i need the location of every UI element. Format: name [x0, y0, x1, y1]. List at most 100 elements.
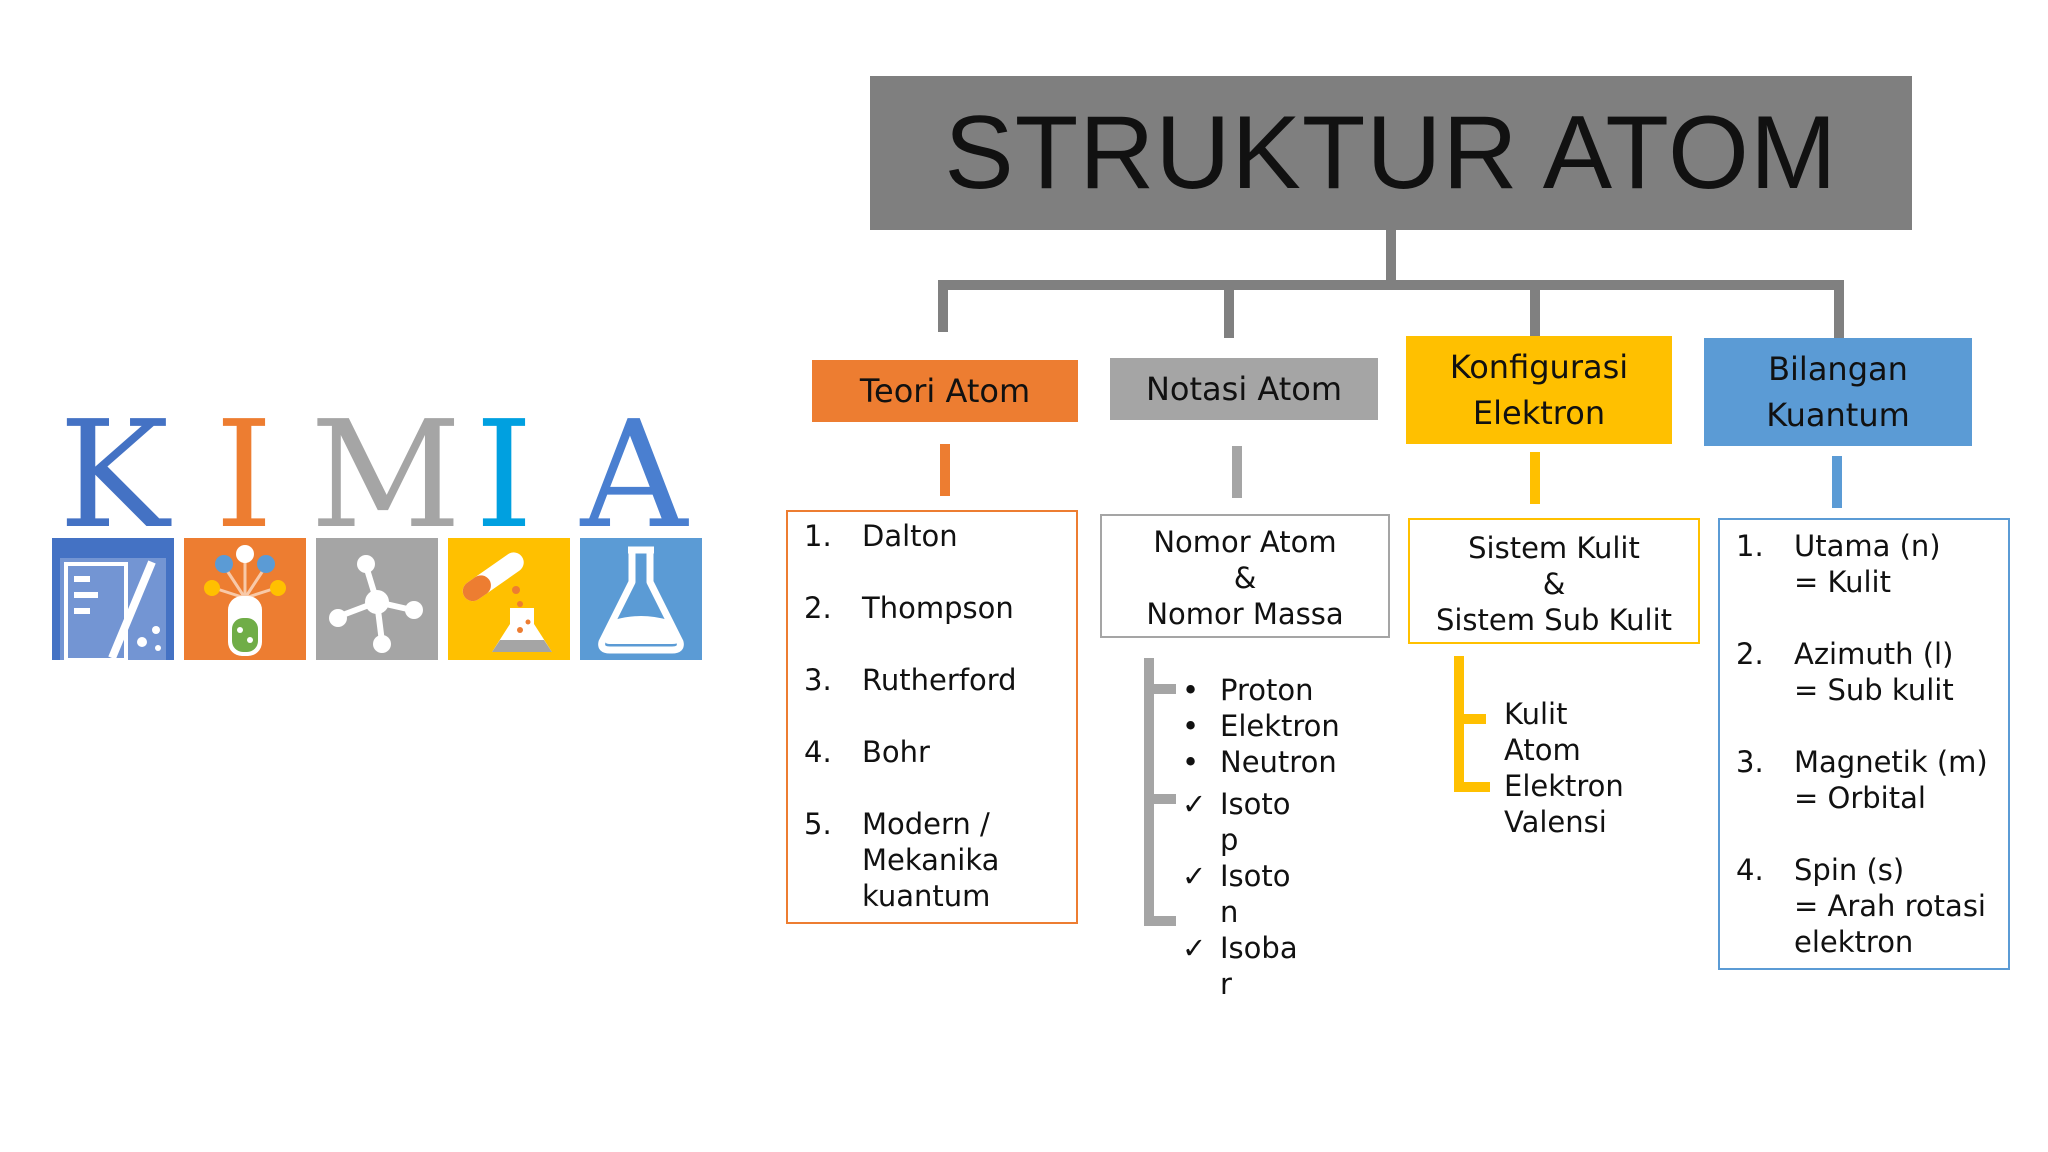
logo-letter-k: K: [58, 389, 170, 561]
category-bilangan-kuantum: Bilangan Kuantum: [1704, 338, 1972, 446]
list-text: kuantum: [862, 879, 991, 913]
list-item: 4. Spin (s) = Arah rotasi elektron: [1720, 852, 2008, 960]
list-text: = Orbital: [1794, 781, 1926, 815]
title-box: STRUKTUR ATOM: [870, 76, 1912, 230]
konfigurasi-line3: Sistem Sub Kulit: [1435, 603, 1673, 637]
logo-letter-i: I: [214, 389, 274, 561]
notasi-line3: Nomor Massa: [1146, 597, 1344, 631]
list-text: Spin (s): [1794, 853, 1905, 887]
list-item: 1. Utama (n) = Kulit: [1720, 528, 2008, 600]
list-item: 1. Dalton: [788, 518, 1076, 554]
list-number: 5.: [804, 807, 832, 841]
list-text: Thompson: [862, 591, 1014, 625]
konfigurasi-bracket-vertical: [1454, 656, 1464, 792]
list-text: Modern /: [862, 807, 990, 841]
list-number: 2.: [804, 591, 832, 625]
bilangan-kuantum-list: 1. Utama (n) = Kulit 2. Azimuth (l) = Su…: [1720, 528, 2008, 960]
category-label-line1: Konfigurasi: [1449, 348, 1629, 386]
notasi-atom-box: Nomor Atom & Nomor Massa: [1100, 514, 1390, 638]
list-item: ✓ Isoto p: [1174, 786, 1334, 858]
test-tube-science-icon: [184, 538, 306, 660]
category-notasi-atom: Notasi Atom: [1110, 358, 1378, 420]
category-teori-atom: Teori Atom: [812, 360, 1078, 422]
list-item: ✓ Isoto n: [1174, 858, 1334, 930]
category-konfigurasi-elektron: Konfigurasi Elektron: [1406, 336, 1672, 444]
bilangan-kuantum-list-panel: 1. Utama (n) = Kulit 2. Azimuth (l) = Su…: [1718, 518, 2010, 970]
list-item: Elektron: [1504, 769, 1624, 803]
bullet-icon: •: [1182, 673, 1200, 707]
list-text: = Arah rotasi: [1794, 889, 1986, 923]
category-label-line2: Kuantum: [1766, 396, 1910, 434]
checkmark-icon: ✓: [1182, 931, 1207, 965]
notasi-atom-items: • Proton • Elektron • Neutron ✓ Isoto p …: [1174, 672, 1340, 1002]
list-text: = Kulit: [1794, 565, 1891, 599]
list-text: Azimuth (l): [1794, 637, 1954, 671]
connector-konfigurasi-panel: [1530, 452, 1540, 504]
logo-letter-a: A: [580, 389, 688, 561]
list-number: 1.: [1736, 529, 1764, 563]
pouring-test-tube-icon: [448, 538, 570, 660]
page-title: STRUKTUR ATOM: [944, 94, 1838, 211]
konfigurasi-bracket-bottom: [1454, 782, 1490, 792]
list-text: n: [1220, 895, 1239, 929]
list-text: Elektron: [1220, 709, 1340, 743]
connector-notasi-panel: [1232, 446, 1242, 498]
list-item: • Proton: [1174, 672, 1334, 708]
konfigurasi-elektron-box: Sistem Kulit & Sistem Sub Kulit: [1408, 518, 1700, 644]
connector-drop-teori: [938, 280, 948, 332]
list-item: 4. Bohr: [788, 734, 1076, 770]
list-text: Isoto: [1220, 787, 1291, 821]
list-text: r: [1220, 967, 1232, 1001]
connector-horizontal: [938, 280, 1844, 290]
list-number: 3.: [804, 663, 832, 697]
list-text: Proton: [1220, 673, 1314, 707]
list-item: 3. Magnetik (m) = Orbital: [1720, 744, 2008, 816]
list-text: Magnetik (m): [1794, 745, 1988, 779]
konfigurasi-line2: &: [1542, 567, 1566, 601]
category-label-line2: Elektron: [1472, 394, 1606, 432]
notasi-line1: Nomor Atom: [1153, 525, 1337, 559]
list-number: 4.: [804, 735, 832, 769]
list-item: 5. Modern / Mekanika kuantum: [788, 806, 1076, 914]
list-text: Mekanika: [862, 843, 1000, 877]
konfigurasi-items: Kulit Atom Elektron Valensi: [1504, 696, 1674, 840]
list-item: Valensi: [1504, 805, 1607, 839]
list-text: Dalton: [862, 519, 958, 553]
list-item: ✓ Isoba r: [1174, 930, 1334, 1002]
category-label: Notasi Atom: [1145, 370, 1343, 408]
connector-teori-panel: [940, 444, 950, 496]
category-label: Teori Atom: [859, 372, 1031, 410]
connector-trunk: [1386, 230, 1396, 284]
konfigurasi-line1: Sistem Kulit: [1468, 531, 1640, 565]
checkmark-icon: ✓: [1182, 859, 1207, 893]
list-item: 2. Azimuth (l) = Sub kulit: [1720, 636, 2008, 708]
logo-letter-m: M: [310, 389, 462, 561]
list-text: Isoto: [1220, 859, 1291, 893]
list-item: • Neutron: [1174, 744, 1337, 780]
connector-drop-bilangan: [1834, 280, 1844, 340]
molecule-icon: [316, 538, 438, 660]
teori-atom-list: 1. Dalton 2. Thompson 3. Rutherford 4. B…: [788, 518, 1076, 914]
checkmark-icon: ✓: [1182, 787, 1207, 821]
list-item: Kulit: [1504, 697, 1568, 731]
list-number: 2.: [1736, 637, 1764, 671]
connector-drop-notasi: [1224, 280, 1234, 338]
list-text: Bohr: [862, 735, 930, 769]
list-text: p: [1220, 823, 1239, 857]
bullet-icon: •: [1182, 709, 1200, 743]
list-text: Isoba: [1220, 931, 1298, 965]
category-label-line1: Bilangan: [1768, 350, 1908, 388]
list-item: 3. Rutherford: [788, 662, 1076, 698]
list-number: 1.: [804, 519, 832, 553]
list-text: = Sub kulit: [1794, 673, 1954, 707]
bullet-icon: •: [1182, 745, 1200, 779]
list-number: 3.: [1736, 745, 1764, 779]
list-text: Rutherford: [862, 663, 1017, 697]
list-item: • Elektron: [1174, 708, 1340, 744]
teori-atom-list-panel: 1. Dalton 2. Thompson 3. Rutherford 4. B…: [786, 510, 1078, 924]
konfigurasi-bracket-mid: [1454, 714, 1486, 724]
list-item: Atom: [1504, 733, 1581, 767]
list-text: Utama (n): [1794, 529, 1941, 563]
notasi-bracket-vertical: [1144, 658, 1154, 926]
notasi-bracket-top: [1144, 684, 1176, 694]
